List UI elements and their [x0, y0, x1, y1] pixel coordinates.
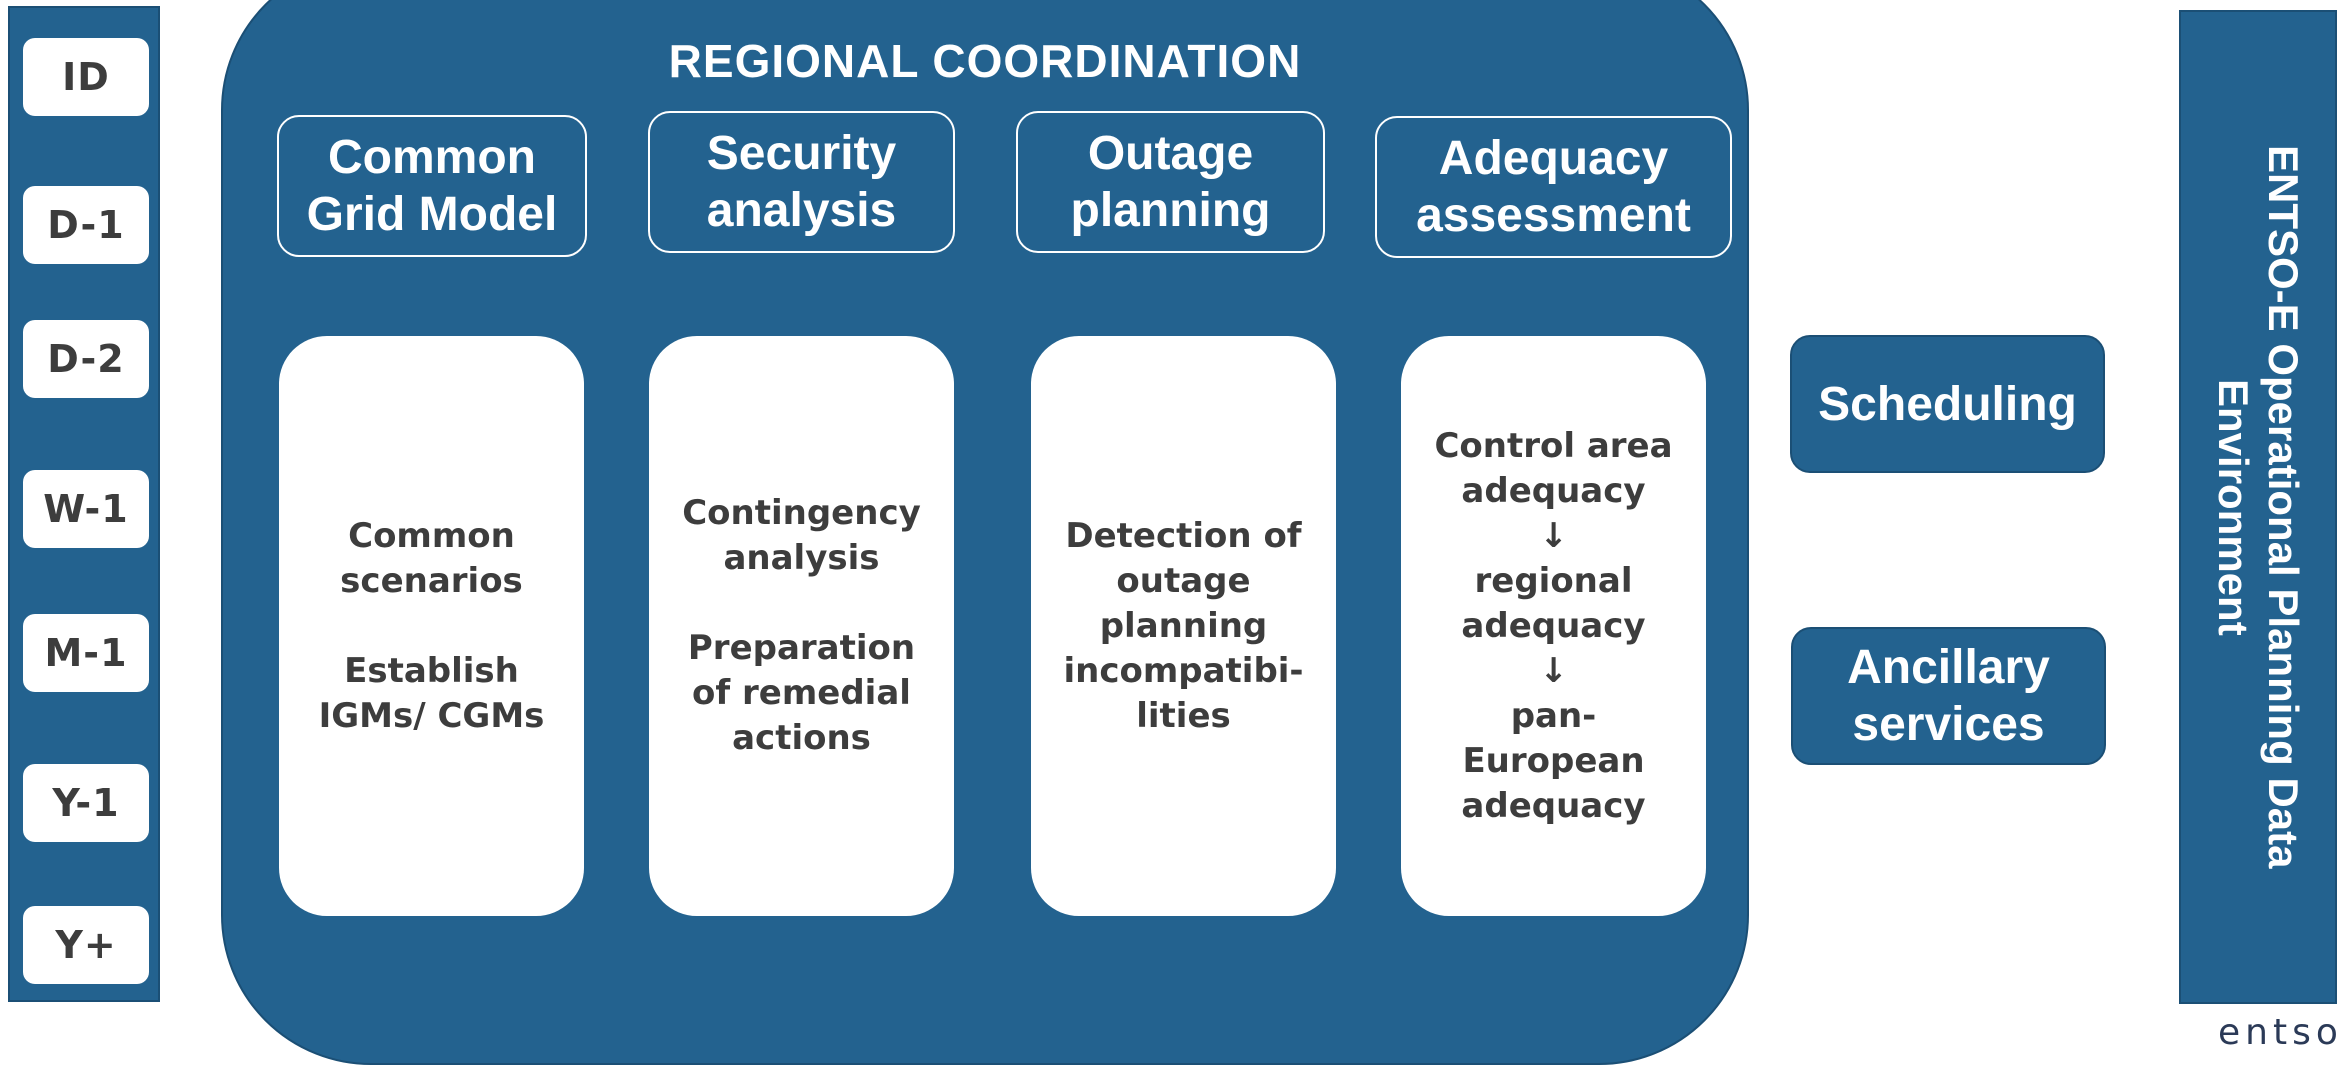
- entsoe-logo: entso: [2218, 1012, 2343, 1053]
- timeframe-m-1: M-1: [23, 614, 149, 692]
- service-content-security-analysis: Contingency analysis Preparation of reme…: [649, 336, 954, 916]
- timeframe-d-1: D-1: [23, 186, 149, 264]
- opde-banner: [2179, 10, 2337, 1004]
- service-header-adequacy-assessment: Adequacy assessment: [1375, 116, 1732, 258]
- timeframe-d-2: D-2: [23, 320, 149, 398]
- service-content-common-grid-model: Common scenarios Establish IGMs/ CGMs: [279, 336, 584, 916]
- service-header-outage-planning: Outage planning: [1016, 111, 1325, 253]
- service-header-common-grid-model: Common Grid Model: [277, 115, 587, 257]
- service-content-adequacy-assessment: Control area adequacy ↓ regional adequac…: [1401, 336, 1706, 916]
- scheduling-box: Scheduling: [1790, 335, 2105, 473]
- timeframe-w-1: W-1: [23, 470, 149, 548]
- service-header-security-analysis: Security analysis: [648, 111, 955, 253]
- ancillary-services-box: Ancillary services: [1791, 627, 2106, 765]
- timeframe-y-plus: Y+: [23, 906, 149, 984]
- timeframe-column: ID D-1 D-2 W-1 M-1 Y-1 Y+: [8, 6, 160, 1002]
- timeframe-id: ID: [23, 38, 149, 116]
- timeframe-y-1: Y-1: [23, 764, 149, 842]
- service-content-outage-planning: Detection of outage planning incompatibi…: [1031, 336, 1336, 916]
- regional-coordination-title: REGIONAL COORDINATION: [668, 35, 1302, 87]
- opde-label: ENTSO-E Operational Planning Data Enviro…: [2210, 145, 2307, 869]
